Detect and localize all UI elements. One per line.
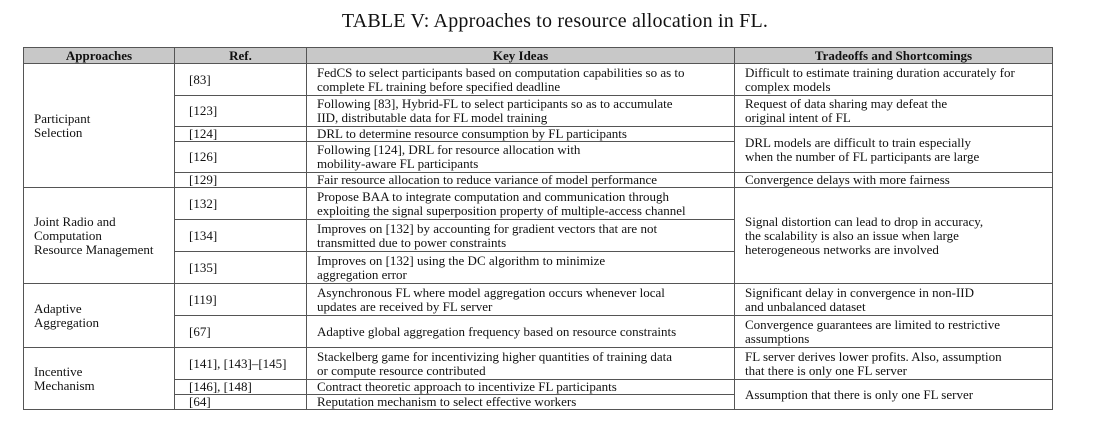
- key-idea-cell: DRL to determine resource consumption by…: [306, 126, 735, 142]
- tradeoff-cell: Difficult to estimate training duration …: [734, 63, 1053, 96]
- ref-cell: [146], [148]: [174, 379, 307, 395]
- ref-cell: [126]: [174, 141, 307, 173]
- approach-line: Joint Radio and: [34, 214, 116, 229]
- tradeoff-line: Significant delay in convergence in non-…: [745, 285, 974, 300]
- key-idea-line: aggregation error: [317, 267, 407, 282]
- key-idea-line: mobility-aware FL participants: [317, 157, 479, 171]
- table-row: Joint Radio and Computation Resource Man…: [23, 187, 1053, 284]
- approach-cell: Joint Radio and Computation Resource Man…: [23, 187, 175, 284]
- tradeoff-line: that there is only one FL server: [745, 363, 907, 378]
- tradeoff-line: assumptions: [745, 331, 810, 346]
- approach-line: Adaptive: [34, 301, 82, 316]
- header-row: Approaches Ref. Key Ideas Tradeoffs and …: [23, 47, 1053, 64]
- ref-cell: [119]: [174, 283, 307, 316]
- key-idea-cell: Reputation mechanism to select effective…: [306, 394, 735, 410]
- tradeoff-cell: Convergence delays with more fairness: [734, 172, 1053, 188]
- key-idea-line: transmitted due to power constraints: [317, 235, 507, 250]
- header-ref: Ref.: [174, 47, 307, 64]
- table-row: [123] Following [83], Hybrid-FL to selec…: [24, 95, 1053, 127]
- key-idea-line: Propose BAA to integrate computation and…: [317, 189, 670, 204]
- key-idea-cell: Fair resource allocation to reduce varia…: [306, 172, 735, 188]
- key-idea-line: Following [124], DRL for resource alloca…: [317, 143, 581, 157]
- ref-cell: [83]: [174, 63, 307, 96]
- key-idea-cell: Stackelberg game for incentivizing highe…: [306, 347, 735, 380]
- approach-line: Incentive: [34, 364, 83, 379]
- key-idea-line: or compute resource contributed: [317, 363, 486, 378]
- key-idea-line: Improves on [132] by accounting for grad…: [317, 221, 658, 236]
- table-row: [134] Improves on [132] by accounting fo…: [24, 219, 1053, 252]
- tradeoff-line: and unbalanced dataset: [745, 299, 866, 314]
- header-key-ideas: Key Ideas: [306, 47, 735, 64]
- tradeoff-cell: Convergence guarantees are limited to re…: [734, 315, 1053, 348]
- key-idea-line: IID, distributable data for FL model tra…: [317, 111, 548, 125]
- table-row: Incentive Mechanism [141], [143]–[145] S…: [23, 347, 1053, 410]
- key-idea-cell: Improves on [132] using the DC algorithm…: [306, 251, 735, 284]
- tradeoff-cell: Signal distortion can lead to drop in ac…: [734, 187, 1053, 284]
- tradeoff-line: FL server derives lower profits. Also, a…: [745, 349, 1002, 364]
- approach-line: Mechanism: [34, 378, 95, 393]
- table-row: [135] Improves on [132] using the DC alg…: [24, 251, 1053, 284]
- key-idea-line: Stackelberg game for incentivizing highe…: [317, 349, 672, 364]
- tradeoff-cell: Request of data sharing may defeat the o…: [734, 95, 1053, 127]
- table-row: [124] DRL to determine resource consumpt…: [24, 126, 1053, 173]
- tradeoff-cell: DRL models are difficult to train especi…: [734, 126, 1053, 173]
- approach-cell: Adaptive Aggregation: [23, 283, 175, 348]
- ref-cell: [64]: [174, 394, 307, 410]
- ref-cell: [123]: [174, 95, 307, 127]
- key-idea-cell: Adaptive global aggregation frequency ba…: [306, 315, 735, 348]
- tradeoff-line: Request of data sharing may defeat the: [745, 97, 948, 111]
- tradeoff-line: Convergence guarantees are limited to re…: [745, 317, 1000, 332]
- ref-cell: [124]: [174, 126, 307, 142]
- tradeoff-line: heterogeneous networks are involved: [745, 242, 939, 257]
- key-idea-line: Improves on [132] using the DC algorithm…: [317, 253, 606, 268]
- key-idea-cell: Improves on [132] by accounting for grad…: [306, 219, 735, 252]
- key-idea-line: exploiting the signal superposition prop…: [317, 203, 686, 218]
- table-row: [146], [148] Contract theoretic approach…: [24, 379, 1053, 410]
- tradeoff-line: complex models: [745, 79, 831, 94]
- table-row: [67] Adaptive global aggregation frequen…: [24, 315, 1053, 348]
- header-tradeoffs: Tradeoffs and Shortcomings: [734, 47, 1053, 64]
- key-idea-cell: Following [124], DRL for resource alloca…: [306, 141, 735, 173]
- key-idea-cell: Asynchronous FL where model aggregation …: [306, 283, 735, 316]
- approach-line: Participant: [34, 111, 91, 126]
- table-row: [126] Following [124], DRL for resource …: [24, 141, 1053, 173]
- approach-line: Computation: [34, 228, 102, 243]
- tradeoff-line: DRL models are difficult to train especi…: [745, 135, 971, 150]
- ref-cell: [67]: [174, 315, 307, 348]
- tradeoff-line: when the number of FL participants are l…: [745, 149, 980, 164]
- key-idea-line: complete FL training before specified de…: [317, 79, 561, 94]
- key-idea-line: updates are received by FL server: [317, 299, 493, 314]
- tradeoff-line: original intent of FL: [745, 111, 851, 125]
- key-idea-cell: Following [83], Hybrid-FL to select part…: [306, 95, 735, 127]
- tradeoff-cell: Assumption that there is only one FL ser…: [734, 379, 1053, 410]
- key-idea-line: Following [83], Hybrid-FL to select part…: [317, 97, 673, 111]
- table-row: [64] Reputation mechanism to select effe…: [24, 394, 1053, 410]
- table-caption: TABLE V: Approaches to resource allocati…: [341, 10, 769, 32]
- table-row: [129] Fair resource allocation to reduce…: [24, 172, 1053, 188]
- tradeoff-line: the scalability is also an issue when la…: [745, 228, 959, 243]
- header-approaches: Approaches: [23, 47, 175, 64]
- approach-cell: Participant Selection: [23, 63, 175, 188]
- tradeoff-cell: FL server derives lower profits. Also, a…: [734, 347, 1053, 380]
- ref-cell: [141], [143]–[145]: [174, 347, 307, 380]
- approach-line: Resource Management: [34, 242, 154, 257]
- ref-cell: [132]: [174, 187, 307, 220]
- ref-cell: [129]: [174, 172, 307, 188]
- key-idea-line: FedCS to select participants based on co…: [317, 65, 685, 80]
- approach-cell: Incentive Mechanism: [23, 347, 175, 410]
- ref-cell: [134]: [174, 219, 307, 252]
- key-idea-cell: FedCS to select participants based on co…: [306, 63, 735, 96]
- key-idea-cell: Contract theoretic approach to incentivi…: [306, 379, 735, 395]
- tradeoff-line: Signal distortion can lead to drop in ac…: [745, 214, 984, 229]
- table-row: Adaptive Aggregation [119] Asynchronous …: [23, 283, 1053, 348]
- approach-line: Selection: [34, 125, 83, 140]
- key-idea-line: Asynchronous FL where model aggregation …: [317, 285, 665, 300]
- table-row: Participant Selection [83] FedCS to sele…: [23, 63, 1053, 188]
- tradeoff-cell: Significant delay in convergence in non-…: [734, 283, 1053, 316]
- resource-allocation-table: Approaches Ref. Key Ideas Tradeoffs and …: [23, 47, 1053, 410]
- ref-cell: [135]: [174, 251, 307, 284]
- tradeoff-line: Difficult to estimate training duration …: [745, 65, 1015, 80]
- key-idea-cell: Propose BAA to integrate computation and…: [306, 187, 735, 220]
- approach-line: Aggregation: [34, 315, 99, 330]
